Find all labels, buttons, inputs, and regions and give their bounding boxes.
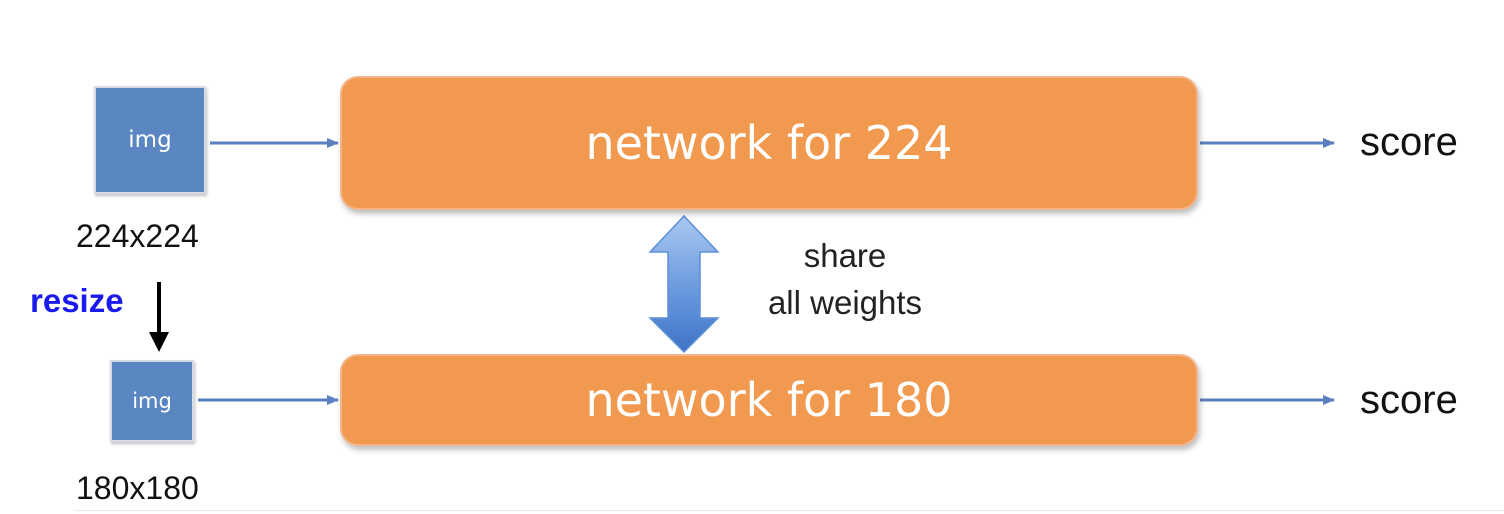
network-224-label: network for 224 bbox=[585, 116, 953, 170]
input-image-180-label: img bbox=[132, 389, 172, 413]
score-224-label: score bbox=[1360, 120, 1458, 164]
share-weights-line-1: share bbox=[803, 237, 887, 274]
network-224-box: network for 224 bbox=[340, 76, 1198, 210]
bottom-divider bbox=[75, 510, 1504, 511]
input-image-224-label: img bbox=[128, 127, 172, 153]
input-image-180: img bbox=[110, 360, 194, 442]
resize-label: resize bbox=[30, 282, 124, 319]
share-weights-label: share all weights bbox=[720, 232, 970, 326]
resize-arrow-icon bbox=[149, 332, 169, 352]
share-weights-arrow-icon bbox=[648, 214, 720, 354]
share-weights-line-2: all weights bbox=[767, 284, 923, 321]
input-size-224-label: 224x224 bbox=[76, 218, 199, 254]
input-size-180-label: 180x180 bbox=[76, 470, 199, 506]
network-180-box: network for 180 bbox=[340, 354, 1198, 446]
score-180-label: score bbox=[1360, 378, 1458, 422]
network-180-label: network for 180 bbox=[585, 373, 953, 427]
input-image-224: img bbox=[94, 86, 206, 194]
